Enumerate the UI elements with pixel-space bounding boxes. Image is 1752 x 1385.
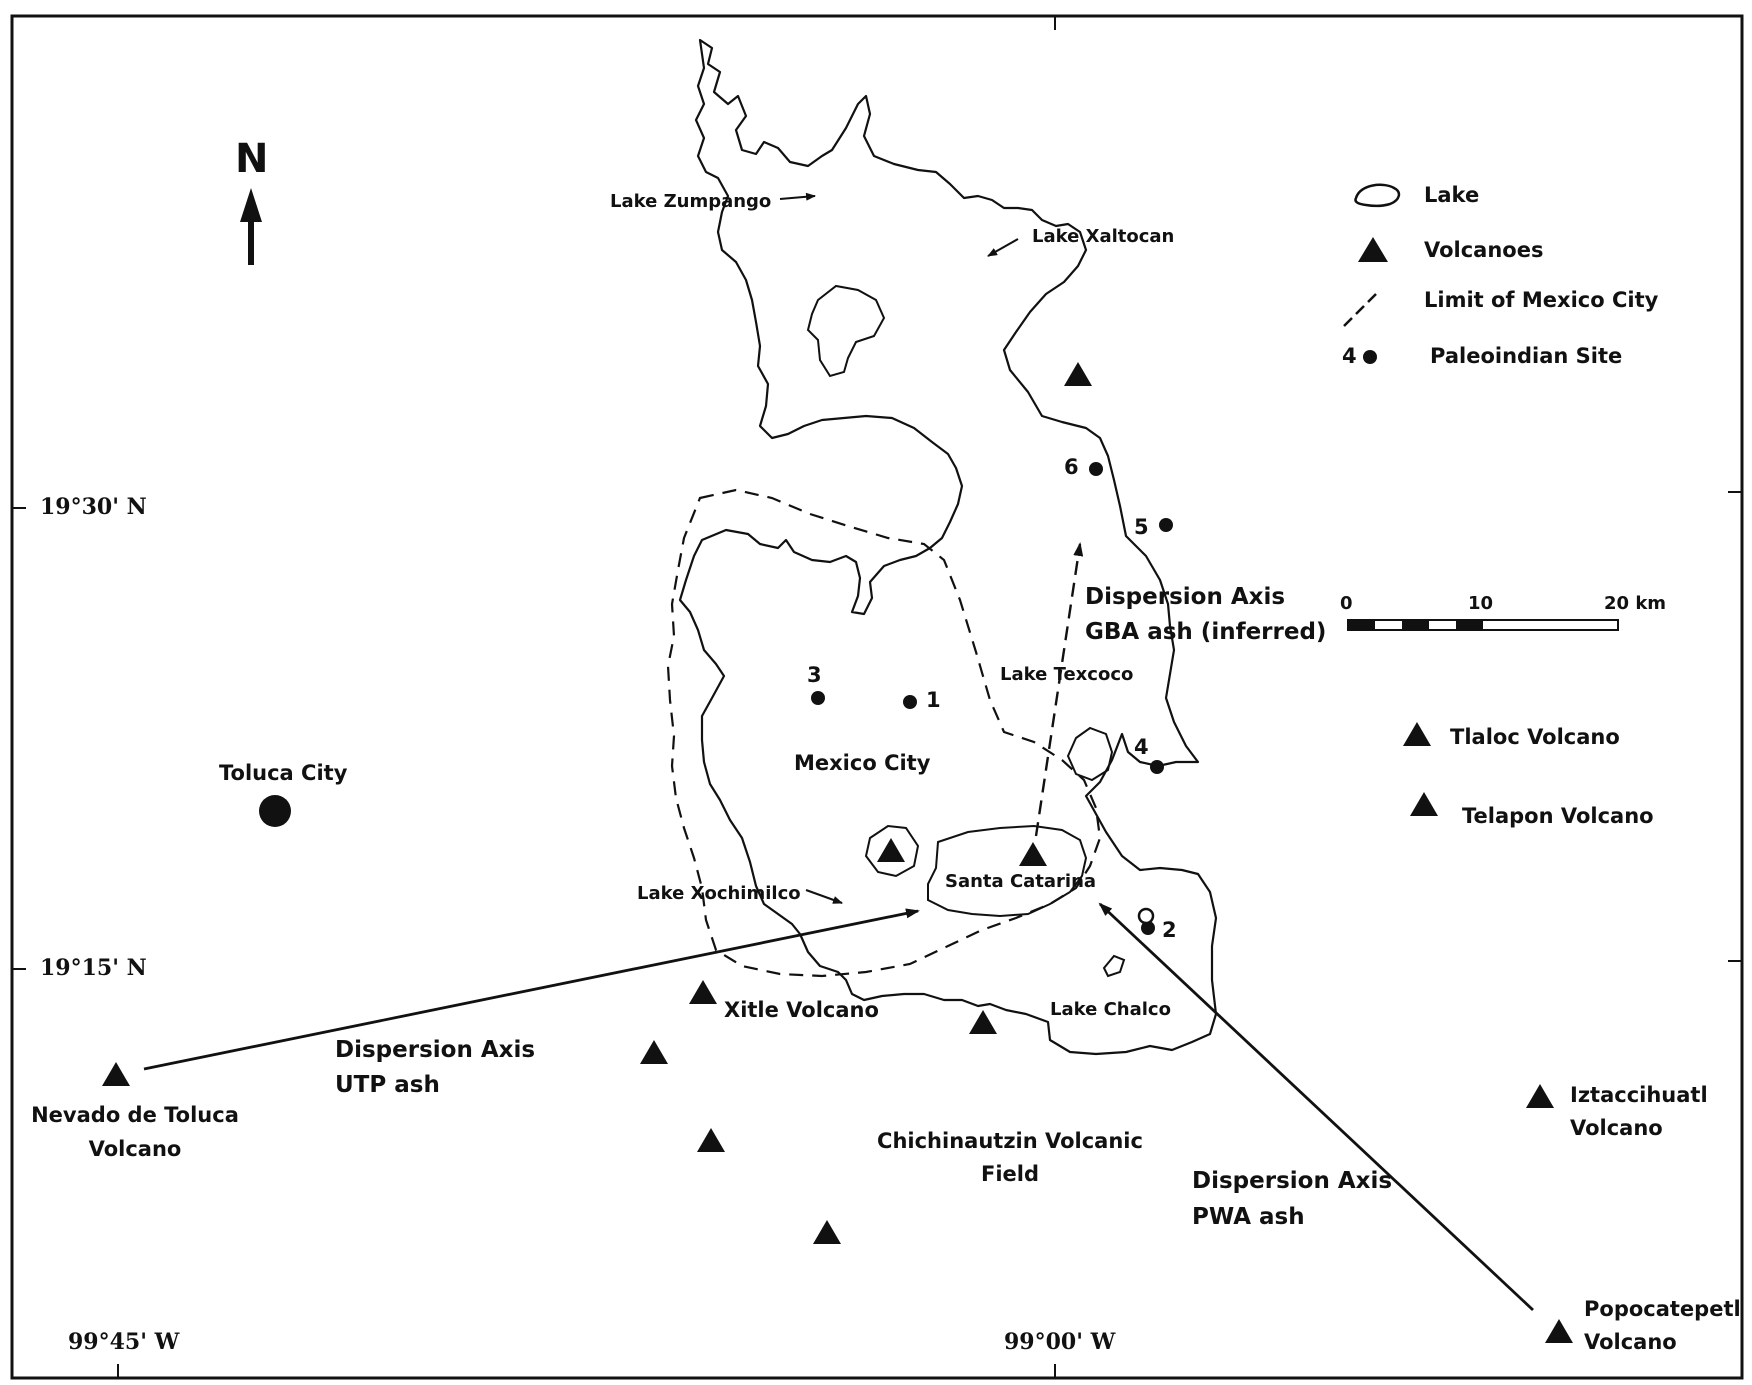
volcano-icon (813, 1220, 841, 1244)
utp-axis-label-line2: UTP ash (335, 1072, 440, 1098)
nevado-de-toluca-label-line2: Volcano (88, 1137, 182, 1161)
lake-xochimilco-pointer (805, 889, 843, 904)
lake-zumpango-label: Lake Zumpango (610, 191, 772, 212)
lake-basin-outline (678, 38, 1218, 1056)
lake-texcoco-label: Lake Texcoco (1000, 664, 1134, 685)
site-1-label: 1 (926, 688, 941, 712)
volcano-icon (1019, 842, 1047, 866)
chichinautzin-label-line1: Chichinautzin Volcanic (877, 1129, 1143, 1153)
scale-tick-10: 10 (1468, 593, 1494, 614)
dispersion-axis-utp-arrow (143, 908, 920, 1071)
legend-site-label: Paleoindian Site (1430, 344, 1623, 368)
site-6-marker (1089, 462, 1103, 476)
volcano-icon (640, 1040, 668, 1064)
site-6-label: 6 (1064, 455, 1079, 479)
nevado-de-toluca-label-line1: Nevado de Toluca (31, 1103, 239, 1127)
pwa-axis-label-line1: Dispersion Axis (1192, 1168, 1393, 1194)
pwa-axis-label-line2: PWA ash (1192, 1204, 1305, 1230)
island-north (806, 284, 886, 378)
legend-limit-label: Limit of Mexico City (1424, 288, 1659, 312)
site-4-marker (1150, 760, 1164, 774)
dispersion-axis-pwa-arrow (1098, 902, 1534, 1312)
volcano-icon (1545, 1319, 1573, 1343)
site-5-label: 5 (1134, 515, 1149, 539)
site-1-marker (903, 695, 917, 709)
telapon-volcano-label: Telapon Volcano (1462, 804, 1654, 828)
volcano-icon (1410, 792, 1438, 816)
toluca-city-label: Toluca City (219, 761, 348, 785)
tlaloc-volcano-label: Tlaloc Volcano (1450, 725, 1620, 749)
legend-lake-label: Lake (1424, 183, 1480, 207)
lake-xaltocan-label: Lake Xaltocan (1032, 226, 1175, 247)
volcano-icon (877, 838, 905, 862)
gba-axis-label-line2: GBA ash (inferred) (1085, 619, 1327, 645)
santa-catarina-label: Santa Catarina (945, 871, 1097, 892)
popocatepetl-label-line2: Volcano (1584, 1330, 1677, 1354)
legend-lake-icon (1354, 183, 1401, 208)
site-2-marker (1141, 921, 1155, 935)
toluca-city-marker (259, 795, 291, 827)
island-cerro (864, 824, 920, 878)
lake-chalco-label: Lake Chalco (1050, 999, 1171, 1020)
volcano-icon (102, 1062, 130, 1086)
volcano-icon (1064, 362, 1092, 386)
legend-volcanoes-label: Volcanoes (1424, 238, 1544, 262)
lake-xaltocan-pointer (987, 238, 1019, 257)
scale-tick-20: 20 km (1604, 593, 1667, 614)
iztaccihuatl-label-line2: Volcano (1570, 1116, 1663, 1140)
north-arrow-icon (240, 188, 262, 265)
north-label: N (235, 136, 269, 182)
legend-volcano-icon (1358, 237, 1388, 262)
volcano-icon (689, 980, 717, 1004)
site-2-label: 2 (1162, 918, 1177, 942)
popocatepetl-label-line1: Popocatepetl (1584, 1297, 1741, 1321)
island-texcoco (1066, 726, 1114, 782)
site-2b-marker (1137, 907, 1155, 925)
volcano-icon (1526, 1084, 1554, 1108)
dispersion-axis-gba-arrow (1034, 542, 1084, 837)
paleoindian-site-markers (811, 462, 1173, 935)
latitude-19-15-label: 19°15' N (40, 955, 147, 981)
iztaccihuatl-label-line1: Iztaccihuatl (1570, 1083, 1708, 1107)
legend-limit-icon (1343, 293, 1377, 327)
islet-chalco (1102, 954, 1126, 978)
longitude-99-45-label: 99°45' W (68, 1329, 180, 1355)
longitude-99-00-label: 99°00' W (1004, 1329, 1116, 1355)
volcano-icon (697, 1128, 725, 1152)
site-4-label: 4 (1134, 735, 1149, 759)
site-3-label: 3 (807, 663, 822, 687)
volcano-icon (1403, 722, 1431, 746)
mexico-city-label: Mexico City (794, 751, 931, 775)
latitude-19-30-label: 19°30' N (40, 494, 147, 520)
mexico-city-limit (666, 488, 1102, 978)
graticule-ticks (12, 16, 1742, 1378)
legend-site-icon (1363, 350, 1377, 364)
gba-axis-label-line1: Dispersion Axis (1085, 584, 1286, 610)
site-3-marker (811, 691, 825, 705)
site-5-marker (1159, 518, 1173, 532)
lake-zumpango-pointer (779, 192, 816, 201)
xitle-volcano-label: Xitle Volcano (724, 998, 879, 1022)
map-frame (10, 14, 1744, 1380)
volcano-icon (969, 1010, 997, 1034)
utp-axis-label-line1: Dispersion Axis (335, 1037, 536, 1063)
scale-bar (1347, 619, 1619, 631)
legend-site-number: 4 (1342, 344, 1357, 368)
lake-xochimilco-label: Lake Xochimilco (637, 883, 801, 904)
chichinautzin-label-line2: Field (980, 1162, 1040, 1186)
volcano-markers (102, 362, 1573, 1343)
scale-tick-0: 0 (1340, 593, 1353, 614)
legend-symbols (1343, 183, 1401, 364)
